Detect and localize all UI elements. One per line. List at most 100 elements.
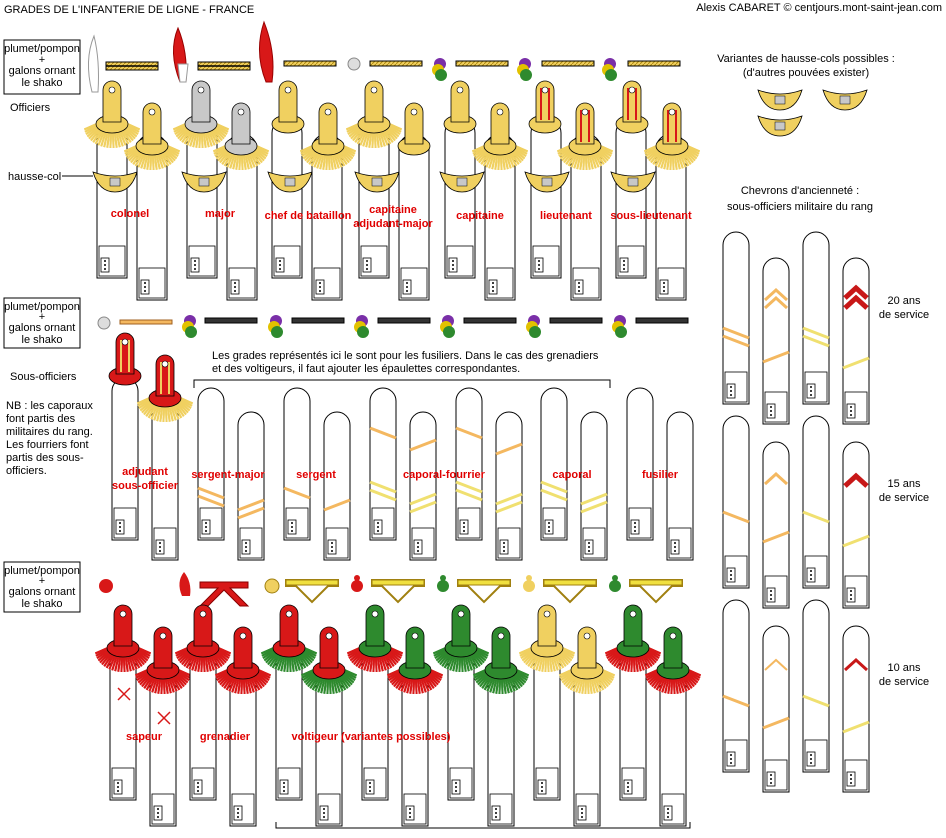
plume-red: [259, 20, 274, 83]
pompon-green: [605, 69, 617, 81]
nco-right-sleeve: [323, 411, 351, 561]
hausse-col-variant-3: [757, 115, 803, 137]
epaulette-elite-left: [346, 604, 404, 673]
chevron-sleeve-20-c: [802, 231, 830, 405]
rank-capitaine: capitaine: [456, 210, 504, 222]
svg-text:plumet/pompon: plumet/pompon: [4, 43, 80, 55]
pompon-voltigeur-top: [612, 575, 618, 581]
epaulette-elite-right: [644, 626, 702, 695]
galon-officer: [455, 60, 509, 67]
svg-text:galons ornant: galons ornant: [9, 65, 76, 77]
epaulette-elite-right: [386, 626, 444, 695]
rank-capitaine-adjudant-major-1: capitaine: [369, 204, 417, 216]
voltigeur-bracket: [275, 822, 691, 829]
chevron-20-label-2: de service: [879, 309, 929, 321]
svg-text:officiers.: officiers.: [6, 465, 47, 477]
plume-red-white-base: [177, 63, 189, 83]
rank-voltigeur: voltigeur (variantes possibles): [292, 731, 451, 743]
galon-black: [291, 317, 345, 324]
epaulette-elite-right: [300, 626, 358, 695]
galon-adjudant: [119, 319, 173, 325]
officer-left-sleeve: [615, 117, 647, 279]
svg-text:NB : les caporaux: NB : les caporaux: [6, 400, 93, 412]
nco-left-sleeve: [540, 387, 568, 541]
section-officiers: Officiers: [10, 102, 51, 114]
hausse-col-variant-2: [822, 89, 868, 111]
rank-caporal-fourrier: caporal-fourrier: [403, 469, 486, 481]
svg-text:plumet/pompon: plumet/pompon: [4, 565, 80, 577]
chevron-sleeve-10-a: [722, 599, 750, 773]
galon-capitaine-am: [369, 60, 423, 67]
pompon-voltigeur: [609, 580, 621, 592]
galon-officer: [627, 60, 681, 67]
svg-text:Les fourriers font: Les fourriers font: [6, 439, 89, 451]
epaulette-colonel-left: [83, 80, 141, 149]
galon-voltigeur-top: [371, 579, 425, 586]
nco-left-sleeve: [283, 387, 311, 541]
epaulette-adjudant-left: [108, 332, 142, 386]
epaulette-elite-left: [94, 604, 152, 673]
hausse-col-variants-title-2: (d'autres pouvées exister): [743, 67, 869, 79]
chevron-15-label-1: 15 ans: [887, 478, 921, 490]
epaulette-capam-left: [345, 80, 403, 149]
chevron-sleeve-10-d: [842, 625, 870, 793]
pompon-green: [529, 326, 541, 338]
chevron-15-label-2: de service: [879, 492, 929, 504]
chevrons-title-1: Chevrons d'ancienneté :: [741, 185, 859, 197]
svg-text:et des voltigeurs, il faut ajo: et des voltigeurs, il faut ajouter les é…: [212, 363, 520, 375]
epaulette-lieutenant-right: [556, 102, 614, 171]
adjudant-right-sleeve: [151, 397, 179, 561]
pompon-green: [271, 326, 283, 338]
nco-right-sleeve: [666, 411, 694, 561]
chevrons-title-2: sous-officiers militaire du rang: [727, 201, 873, 213]
epaulette-souslt-left: [615, 80, 649, 134]
sapeur-axe-icon: [157, 711, 171, 725]
epaulette-lieutenant-left: [528, 80, 562, 134]
svg-text:+: +: [39, 575, 45, 587]
rank-sergent: sergent: [296, 469, 336, 481]
svg-text:le shako: le shako: [22, 598, 63, 610]
nco-right-sleeve: [237, 411, 265, 561]
svg-text:+: +: [39, 54, 45, 66]
officer-left-sleeve: [358, 117, 390, 279]
rank-grenadier: grenadier: [200, 731, 251, 743]
pompon-sapeur: [99, 579, 113, 593]
epaulette-elite-right: [134, 626, 192, 695]
pompon-green: [520, 69, 532, 81]
epaulette-colonel-right: [123, 102, 181, 171]
pompon-voltigeur: [523, 580, 535, 592]
caporal-fourrier-left-sleeve: [455, 387, 483, 541]
svg-text:+: +: [39, 311, 45, 323]
svg-text:le shako: le shako: [22, 77, 63, 89]
galon-voltigeur-top: [285, 579, 339, 586]
rank-caporal: caporal: [552, 469, 591, 481]
pompon-capitaine-am: [347, 57, 361, 71]
hausse-col-variant-1: [757, 89, 803, 111]
officer-right-sleeve: [398, 133, 430, 301]
epaulette-capam-right: [397, 102, 431, 156]
epaulette-capitaine-left: [443, 80, 477, 134]
section-sous-officiers: Sous-officiers: [10, 371, 77, 383]
hausse-col-gorget: [92, 171, 138, 193]
caporal-fourrier-right-sleeve: [495, 411, 523, 561]
rank-fusilier: fusilier: [642, 469, 679, 481]
galon-chef: [283, 60, 337, 67]
rank-adjudant-1: adjudant: [122, 466, 168, 478]
epaulette-elite-left: [432, 604, 490, 673]
nb-note: NB : les caporaux font partis des milita…: [6, 400, 93, 477]
chevron-20-label-1: 20 ans: [887, 295, 921, 307]
galon-grenadier: [198, 581, 250, 607]
hausse-col-gorget: [439, 171, 485, 193]
nco-left-sleeve: [369, 387, 397, 541]
galon-voltigeur-top: [629, 579, 683, 586]
hausse-col-gorget: [354, 171, 400, 193]
chevron-sleeve-20-d: [842, 257, 870, 425]
galon-officer: [541, 60, 595, 67]
shako-note-elite: plumet/pompon + galons ornant le shako: [3, 561, 81, 613]
chevron-sleeve-15-c: [802, 415, 830, 589]
hausse-col-variants-title-1: Variantes de hausse-cols possibles :: [717, 53, 895, 65]
epaulette-major-right: [212, 102, 270, 171]
galon-voltigeur-top: [457, 579, 511, 586]
epaulette-souslt-right: [643, 102, 701, 171]
galon-black: [204, 317, 258, 324]
